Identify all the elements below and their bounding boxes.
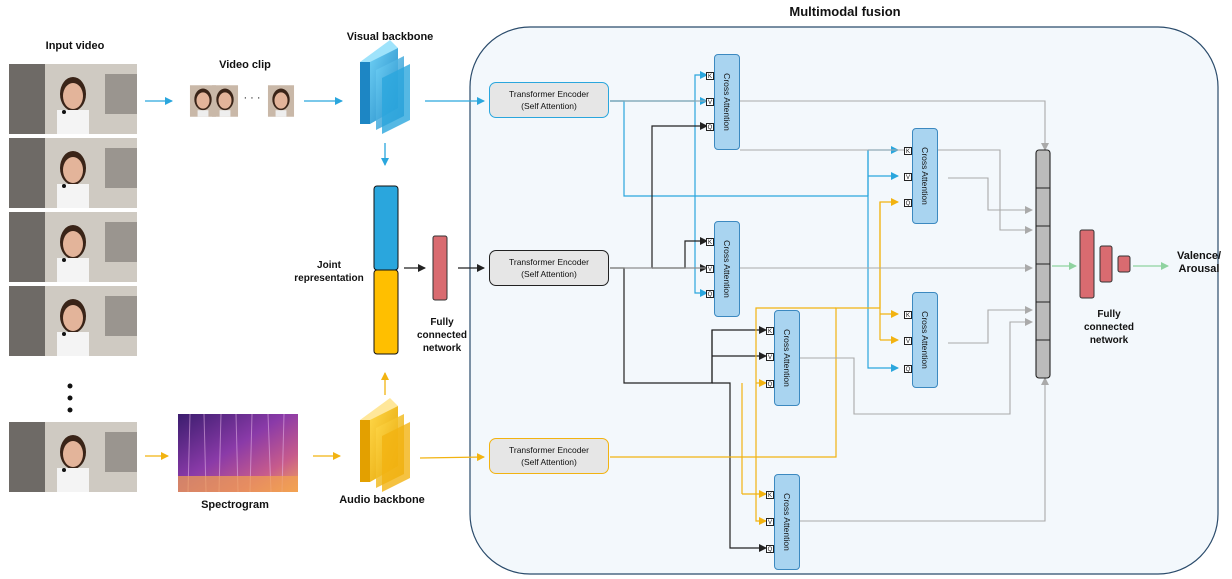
port-k: K (706, 72, 714, 80)
fully-connected-label: Fully connected network (416, 317, 467, 354)
encoder-subtitle: (Self Attention) (521, 457, 577, 467)
face-image (9, 422, 137, 492)
video-clip-frame-3 (262, 82, 300, 120)
spectrogram-image (178, 413, 298, 493)
cross-attention-label: Cross Attention (920, 311, 930, 369)
port-v: V (766, 353, 774, 361)
port-q: Q (766, 380, 774, 388)
input-frame-1 (9, 64, 137, 134)
face-image (267, 85, 295, 117)
face-image (189, 85, 217, 117)
cross-attention-6: K V Q Cross Attention (904, 292, 938, 388)
port-k: K (766, 327, 774, 335)
cross-attention-3: K V Q Cross Attention (766, 310, 800, 406)
visual-backbone-icon (360, 40, 410, 134)
port-k: K (766, 491, 774, 499)
port-q: Q (766, 545, 774, 553)
fusion-panel (469, 26, 1219, 575)
encoder-title: Transformer Encoder (509, 257, 589, 267)
cross-attention-label: Cross Attention (920, 147, 930, 205)
encoder-subtitle: (Self Attention) (521, 269, 577, 279)
encoder-title: Transformer Encoder (509, 89, 589, 99)
port-q: Q (904, 199, 912, 207)
spectrogram-label: Spectrogram (201, 499, 269, 511)
input-frame-4 (9, 286, 137, 356)
audio-transformer-encoder: Transformer Encoder (Self Attention) (489, 438, 609, 474)
cross-attention-label: Cross Attention (782, 329, 792, 387)
port-q: Q (904, 365, 912, 373)
face-image (9, 64, 137, 134)
audio-backbone-label: Audio backbone (339, 494, 425, 506)
page-title: Multimodal fusion (789, 4, 901, 19)
face-image (211, 85, 239, 117)
encoder-subtitle: (Self Attention) (521, 101, 577, 111)
fully-connected-output-label: Fully connected network (1083, 309, 1134, 346)
cross-attention-2: K V Q Cross Attention (706, 221, 740, 317)
port-q: Q (706, 290, 714, 298)
fc-output-layer-1 (1079, 229, 1095, 299)
joint-representation-label: Joint representation (294, 260, 364, 284)
face-image (9, 138, 137, 208)
fc-output-layer-3 (1117, 255, 1131, 273)
cross-attention-label: Cross Attention (782, 493, 792, 551)
output-label: Valence/ Arousal (1176, 250, 1222, 275)
port-v: V (904, 173, 912, 181)
cross-attention-label: Cross Attention (722, 240, 732, 298)
cross-attention-label: Cross Attention (722, 73, 732, 131)
port-k: K (904, 147, 912, 155)
fc-output-layer-2 (1099, 245, 1113, 283)
port-q: Q (706, 123, 714, 131)
joint-bar-visual (373, 185, 399, 271)
video-clip-frame-1 (184, 82, 222, 120)
joint-transformer-encoder: Transformer Encoder (Self Attention) (489, 250, 609, 286)
cross-attention-4: K V Q Cross Attention (766, 474, 800, 570)
face-image (9, 286, 137, 356)
port-k: K (904, 311, 912, 319)
video-clip-label: Video clip (219, 59, 271, 71)
input-frame-2 (9, 138, 137, 208)
port-v: V (706, 265, 714, 273)
video-clip-frame-2 (206, 82, 244, 120)
port-k: K (706, 238, 714, 246)
encoder-title: Transformer Encoder (509, 445, 589, 455)
port-v: V (766, 518, 774, 526)
audio-backbone-icon (360, 398, 410, 492)
port-v: V (706, 98, 714, 106)
visual-transformer-encoder: Transformer Encoder (Self Attention) (489, 82, 609, 118)
port-v: V (904, 337, 912, 345)
concat-column (1035, 149, 1051, 379)
fc-layer-joint (432, 235, 448, 301)
face-image (9, 212, 137, 282)
input-video-label: Input video (45, 40, 105, 52)
visual-backbone-label: Visual backbone (346, 31, 434, 43)
joint-bar-audio (373, 269, 399, 355)
cross-attention-1: K V Q Cross Attention (706, 54, 740, 150)
cross-attention-5: K V Q Cross Attention (904, 128, 938, 224)
input-frame-5 (9, 422, 137, 492)
clip-ellipsis: · · · (243, 92, 261, 104)
input-frame-3 (9, 212, 137, 282)
